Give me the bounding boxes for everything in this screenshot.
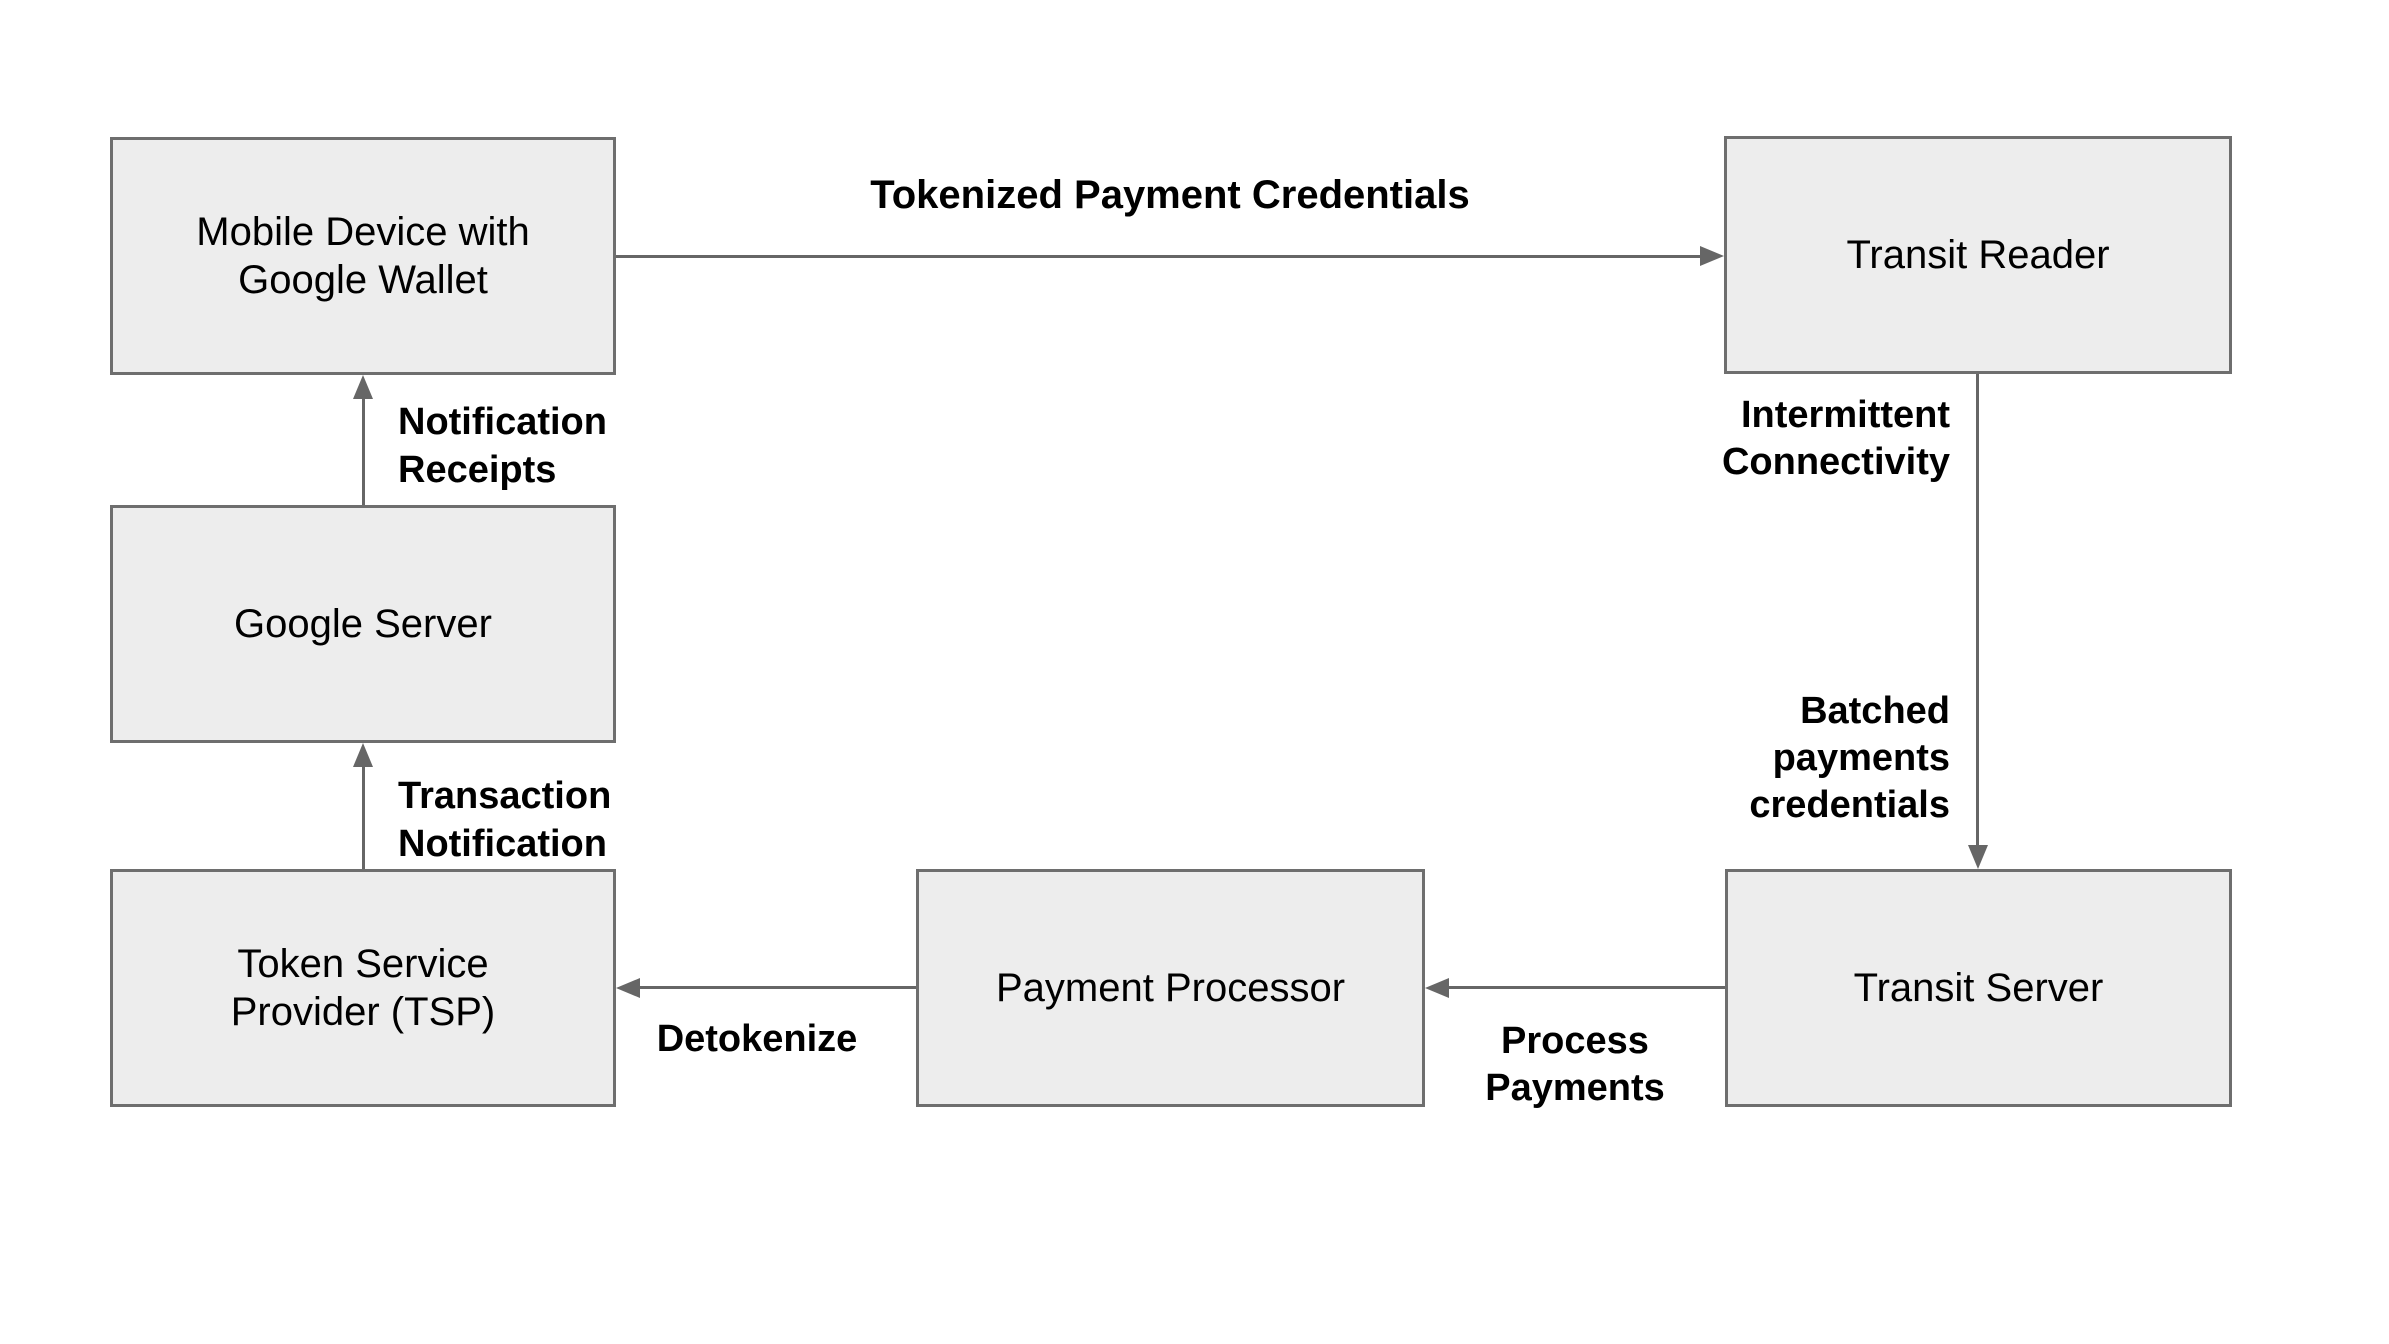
arrow-line-transaction-notification bbox=[362, 765, 365, 869]
arrowhead-left-icon bbox=[1425, 978, 1449, 998]
edge-label-notification-receipts: Notification Receipts bbox=[398, 401, 607, 491]
arrow-line-tokenized-payment-credentials bbox=[616, 255, 1702, 258]
edge-label-tokenized-payment-credentials: Tokenized Payment Credentials bbox=[870, 173, 1470, 217]
node-mobile-device-google-wallet: Mobile Device with Google Wallet bbox=[110, 137, 616, 375]
edge-label-process-payments: Process Payments bbox=[1485, 1020, 1665, 1109]
arrow-line-notification-receipts bbox=[362, 397, 365, 505]
node-label-line: Google Server bbox=[234, 602, 492, 646]
node-label-line: Google Wallet bbox=[238, 258, 488, 302]
node-transit-server: Transit Server bbox=[1725, 869, 2232, 1107]
node-label-line: Transit Reader bbox=[1846, 233, 2110, 277]
arrow-line-process-payments bbox=[1449, 986, 1725, 989]
node-label-line: Payment Processor bbox=[995, 966, 1346, 1010]
arrowhead-left-icon bbox=[616, 978, 640, 998]
arrow-line-batched-payments bbox=[1976, 374, 1979, 847]
node-google-server: Google Server bbox=[110, 505, 616, 743]
edge-label-transaction-notification: Transaction Notification bbox=[398, 775, 612, 865]
node-label-line: Provider (TSP) bbox=[230, 990, 496, 1034]
edge-label-intermittent-connectivity: Intermittent Connectivity bbox=[1721, 394, 1950, 483]
node-transit-reader: Transit Reader bbox=[1724, 136, 2232, 374]
edge-label-detokenize: Detokenize bbox=[656, 1018, 858, 1060]
arrowhead-down-icon bbox=[1968, 845, 1988, 869]
node-label-line: Token Service bbox=[237, 942, 489, 986]
arrowhead-up-icon bbox=[353, 743, 373, 767]
node-payment-processor: Payment Processor bbox=[916, 869, 1425, 1107]
arrowhead-right-icon bbox=[1700, 246, 1724, 266]
arrow-line-detokenize bbox=[640, 986, 916, 989]
node-token-service-provider: Token Service Provider (TSP) bbox=[110, 869, 616, 1107]
node-label-line: Mobile Device with bbox=[196, 210, 530, 254]
arrowhead-up-icon bbox=[353, 375, 373, 399]
edge-label-batched-payments-credentials: Batched payments credentials bbox=[1749, 690, 1950, 826]
node-label-line: Transit Server bbox=[1853, 966, 2104, 1010]
